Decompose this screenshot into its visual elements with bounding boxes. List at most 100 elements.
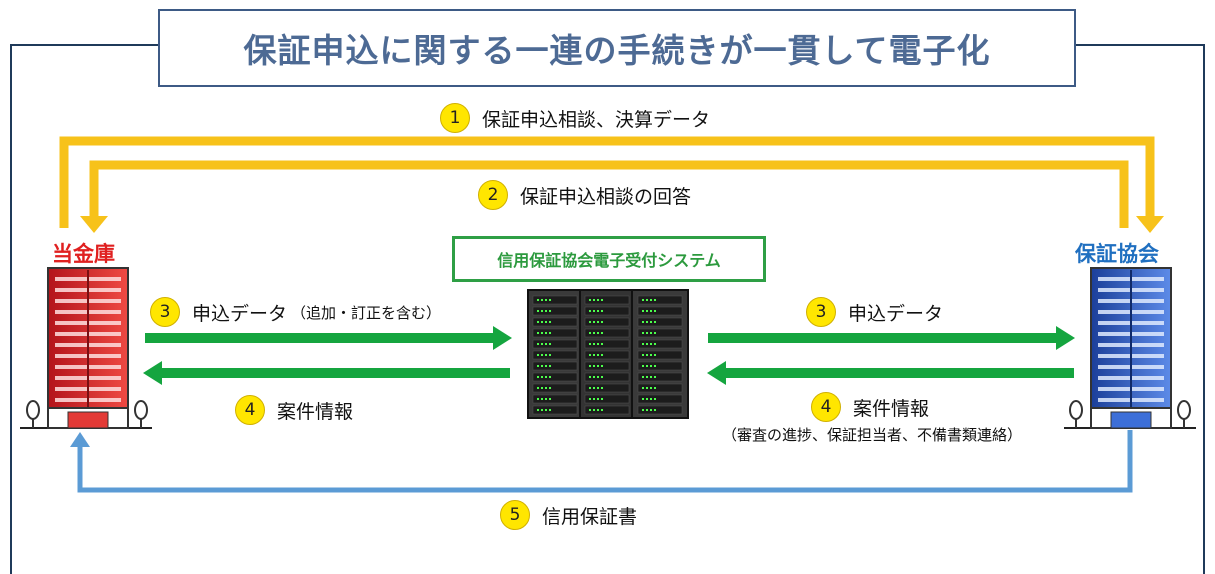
system-label: 信用保証協会電子受付システム — [452, 236, 766, 282]
server-led — [589, 332, 591, 334]
server-led — [597, 376, 599, 378]
server-led — [650, 354, 652, 356]
step-badge: 4 — [235, 395, 265, 425]
server-led — [597, 299, 599, 301]
server-led — [593, 310, 595, 312]
bank-label: 当金庫 — [52, 242, 115, 266]
server-led — [589, 376, 591, 378]
server-slot — [532, 295, 578, 305]
flow-text: 信用保証書 — [542, 505, 638, 528]
server-led — [642, 398, 644, 400]
server-led — [597, 387, 599, 389]
server-slot — [584, 317, 630, 327]
server-led — [642, 310, 644, 312]
server-led — [642, 332, 644, 334]
flow-text: 保証申込相談の回答 — [520, 185, 692, 208]
server-led — [541, 409, 543, 411]
server-slot — [532, 361, 578, 371]
server-led — [541, 387, 543, 389]
server-led — [601, 409, 603, 411]
server-led — [537, 343, 539, 345]
server-led — [589, 398, 591, 400]
server-led — [589, 299, 591, 301]
server-led — [654, 409, 656, 411]
server-slot — [637, 328, 683, 338]
server-led — [541, 343, 543, 345]
server-slot — [584, 361, 630, 371]
server-led — [537, 365, 539, 367]
server-slot — [532, 350, 578, 360]
server-led — [601, 343, 603, 345]
server-led — [541, 376, 543, 378]
server-led — [549, 354, 551, 356]
server-led — [642, 321, 644, 323]
server-led — [589, 365, 591, 367]
server-led — [589, 343, 591, 345]
server-led — [541, 310, 543, 312]
server-led — [642, 354, 644, 356]
server-led — [646, 365, 648, 367]
server-led — [642, 387, 644, 389]
server-led — [549, 387, 551, 389]
server-led — [601, 387, 603, 389]
arrow-3-right-head — [1056, 326, 1075, 350]
server-led — [654, 376, 656, 378]
arrow-4-right-shaft — [724, 368, 1074, 378]
server-led — [545, 354, 547, 356]
server-led — [597, 354, 599, 356]
server-led — [537, 310, 539, 312]
arrow-3-right-shaft — [708, 333, 1058, 343]
server-led — [650, 299, 652, 301]
server-led — [589, 409, 591, 411]
server-led — [601, 299, 603, 301]
server-led — [654, 299, 656, 301]
server-led — [646, 332, 648, 334]
step-badge: 2 — [478, 180, 508, 210]
server-led — [541, 332, 543, 334]
server-slot — [637, 361, 683, 371]
server-led — [650, 365, 652, 367]
server-led — [545, 409, 547, 411]
server-rack-icon — [527, 289, 689, 419]
server-led — [545, 398, 547, 400]
server-led — [549, 332, 551, 334]
bank-building-icon — [20, 267, 152, 429]
server-slot — [532, 405, 578, 415]
arrow-5-head — [70, 432, 90, 447]
server-led — [646, 299, 648, 301]
server-slot — [584, 328, 630, 338]
server-led — [537, 321, 539, 323]
frame-top-right — [1074, 44, 1205, 46]
server-led — [549, 398, 551, 400]
arrow-5-guarantee — [77, 430, 1133, 493]
server-slot — [532, 394, 578, 404]
flow-2-label: 2 保証申込相談の回答 — [478, 180, 691, 210]
server-led — [654, 365, 656, 367]
arrow-4-left-head — [143, 361, 162, 385]
server-led — [642, 299, 644, 301]
server-led — [593, 354, 595, 356]
server-led — [537, 409, 539, 411]
arrow-1-head — [1136, 216, 1164, 233]
server-led — [593, 376, 595, 378]
server-led — [545, 376, 547, 378]
arrow-3-left-shaft — [145, 333, 495, 343]
server-led — [545, 365, 547, 367]
server-led — [646, 409, 648, 411]
server-led — [537, 299, 539, 301]
server-led — [545, 343, 547, 345]
server-led — [545, 387, 547, 389]
server-led — [593, 387, 595, 389]
server-led — [549, 409, 551, 411]
server-led — [650, 409, 652, 411]
server-led — [601, 398, 603, 400]
server-led — [537, 387, 539, 389]
server-slot — [637, 383, 683, 393]
server-led — [601, 321, 603, 323]
arrow-2-head — [80, 216, 108, 233]
server-led — [650, 376, 652, 378]
server-slot — [532, 383, 578, 393]
server-slot — [532, 372, 578, 382]
association-building-icon — [1064, 267, 1196, 429]
arrow-3-left-head — [493, 326, 512, 350]
